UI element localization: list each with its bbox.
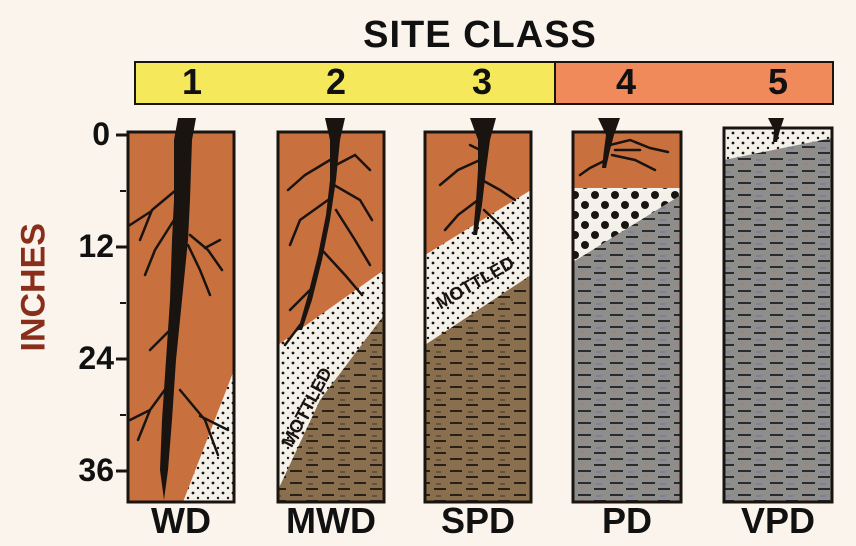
site-class-5: 5 — [748, 61, 808, 103]
y-axis-ticks — [116, 135, 128, 471]
diagram-title: SITE CLASS — [330, 14, 630, 57]
profile-label-vpd: VPD — [713, 500, 843, 542]
profile-label-mwd: MWD — [266, 500, 396, 542]
profile-label-wd: WD — [116, 500, 246, 542]
profile-label-spd: SPD — [413, 500, 543, 542]
site-class-1: 1 — [162, 61, 222, 103]
profile-mwd: MOTTLED — [277, 118, 384, 502]
y-tick-0: 0 — [40, 116, 110, 153]
profile-spd: MOTTLED — [425, 118, 531, 502]
profile-vpd — [724, 118, 832, 502]
profile-label-pd: PD — [562, 500, 692, 542]
y-tick-24: 24 — [44, 340, 114, 377]
y-tick-36: 36 — [44, 452, 114, 489]
profile-wd — [128, 118, 234, 502]
site-class-3: 3 — [452, 61, 512, 103]
site-class-2: 2 — [306, 61, 366, 103]
site-class-4: 4 — [596, 61, 656, 103]
profile-pd — [573, 118, 681, 502]
y-tick-12: 12 — [44, 228, 114, 265]
